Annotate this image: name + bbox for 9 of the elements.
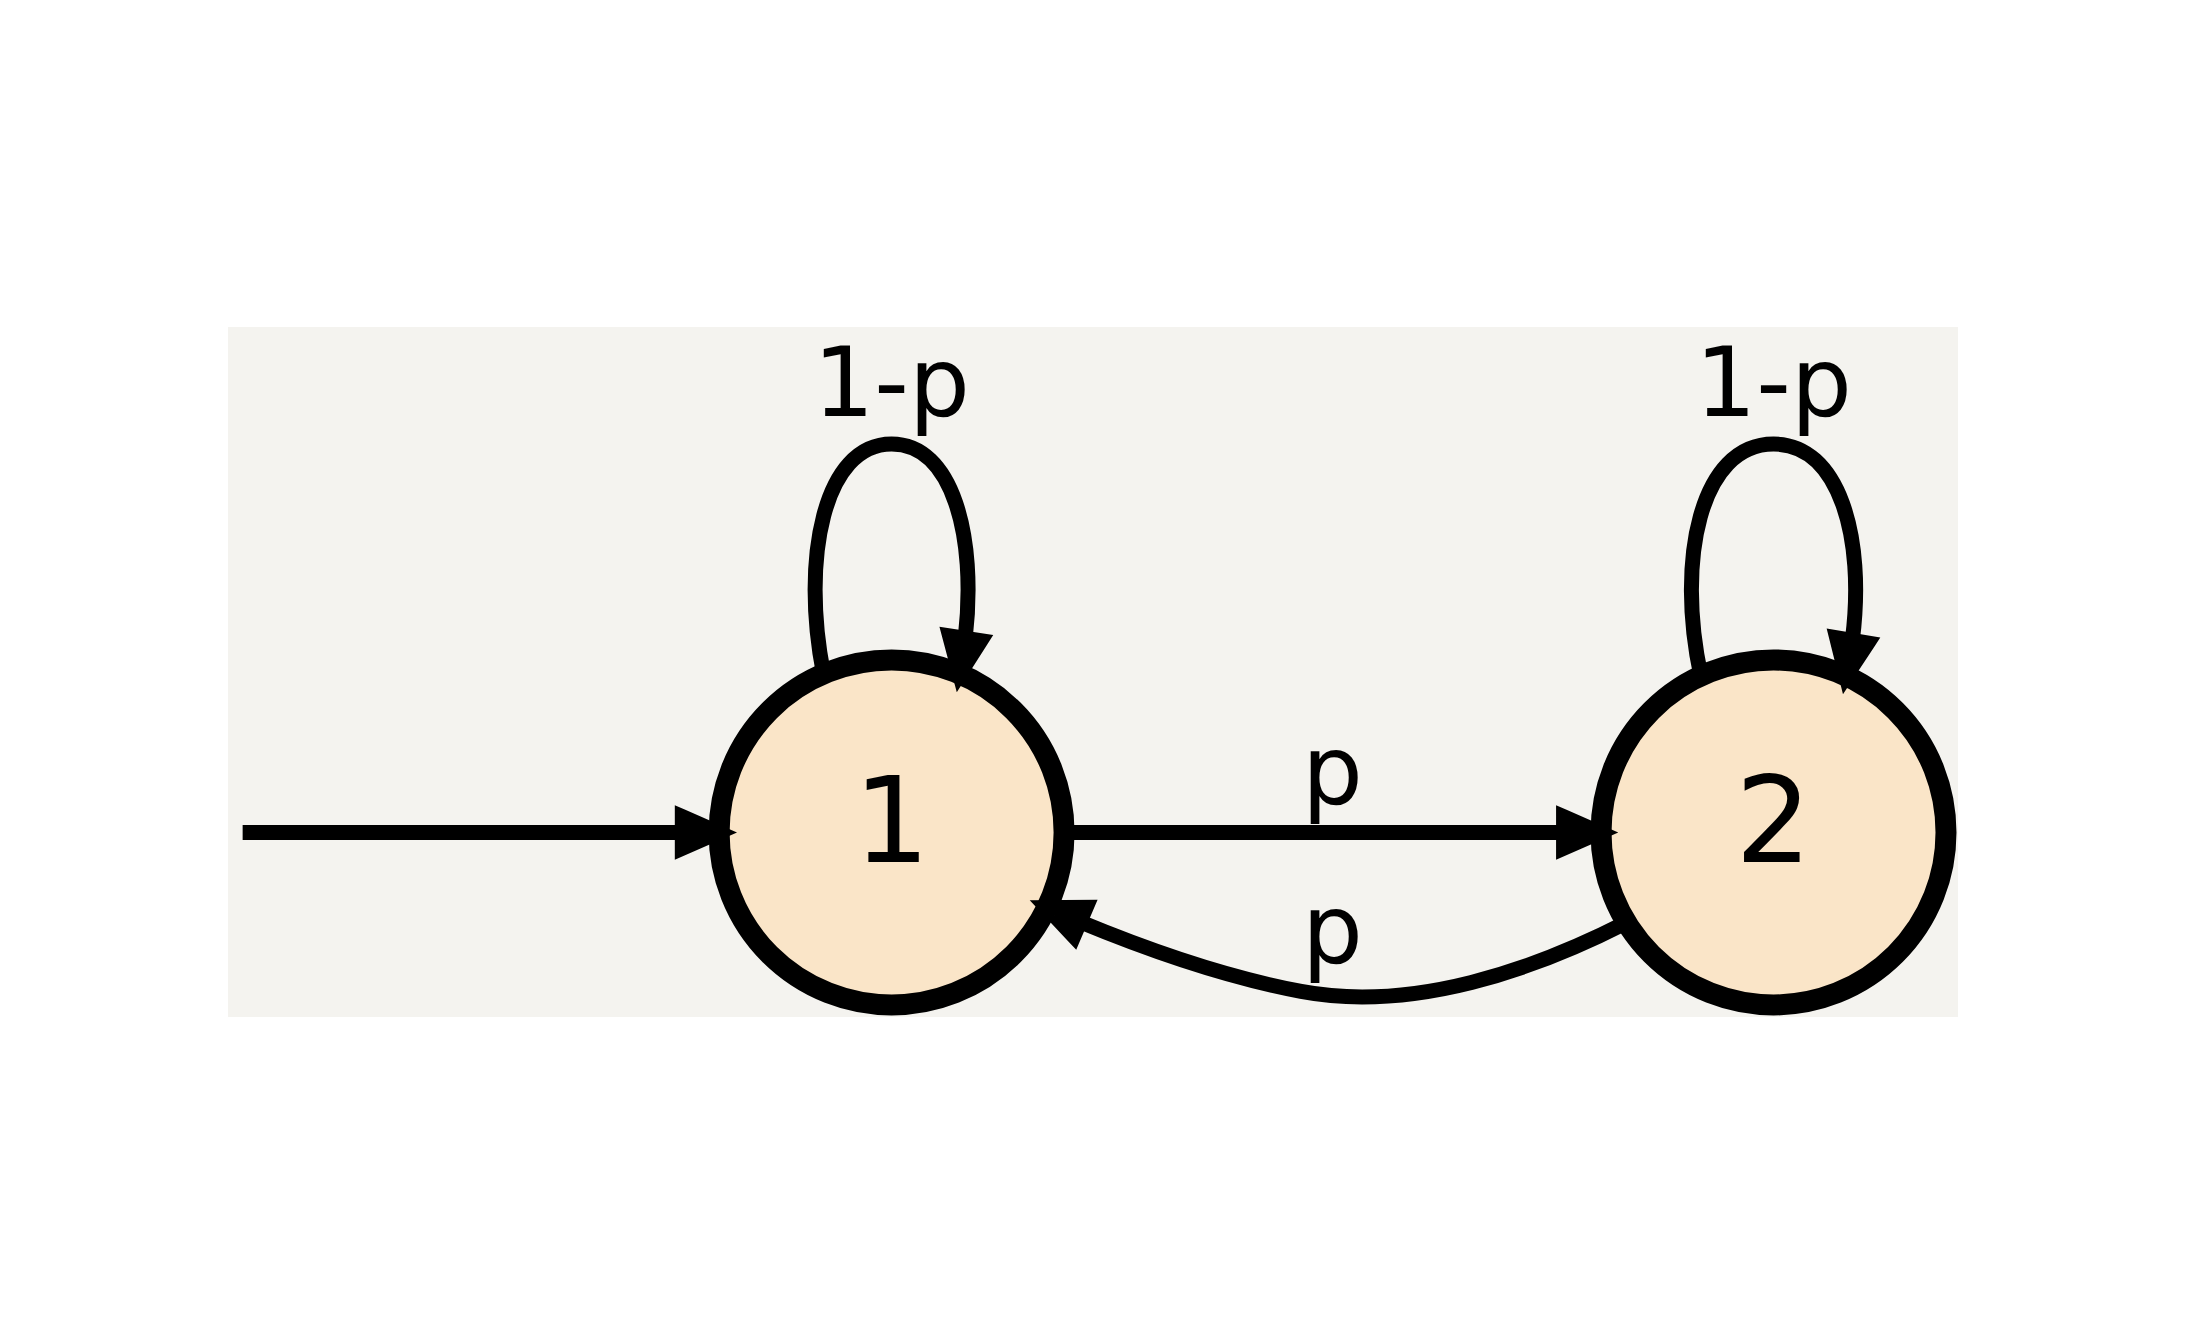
- node-circle: 1: [708, 649, 1075, 1015]
- edge-label: p: [1302, 873, 1364, 986]
- edge-label: 1-p: [813, 326, 970, 439]
- arrow: [1683, 436, 1881, 694]
- node-circle: 2: [1590, 649, 1957, 1015]
- edge-label: 1-p: [1695, 326, 1852, 439]
- arrow: [807, 436, 994, 692]
- edge-label: p: [1302, 714, 1364, 827]
- arrow: [242, 804, 737, 860]
